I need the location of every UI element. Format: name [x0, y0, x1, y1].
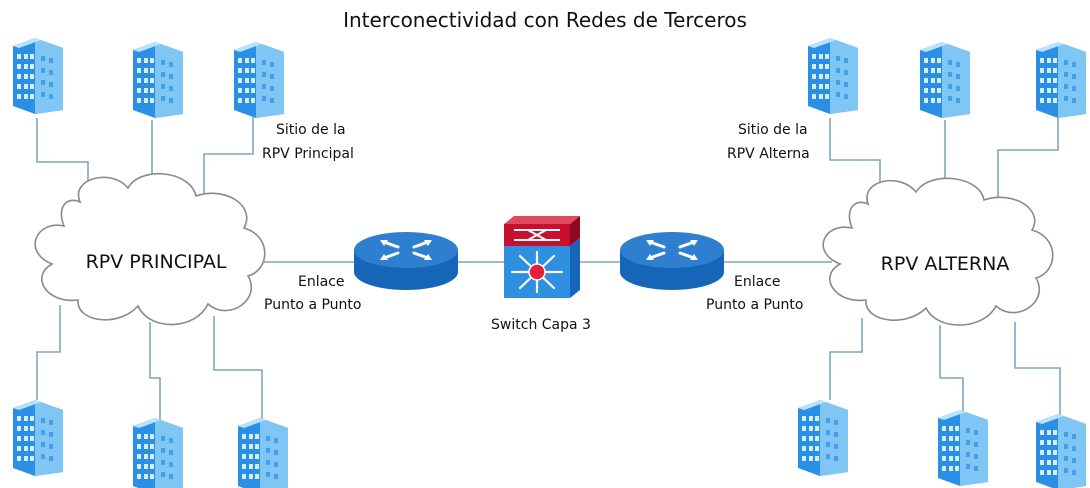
enlace-left-line2: Punto a Punto — [264, 297, 361, 313]
sitio-alterna-line2: RPV Alterna — [727, 146, 810, 162]
switch-label: Switch Capa 3 — [491, 317, 591, 333]
link-right-bot-1 — [829, 318, 863, 400]
building-icon — [1036, 42, 1086, 118]
cloud-alterna — [822, 177, 1054, 326]
link-left-bot-1 — [36, 305, 61, 400]
building-icon — [1036, 414, 1086, 488]
link-right-bot-3 — [1014, 322, 1061, 420]
building-icon — [808, 38, 858, 114]
cloud-alterna-label: RPV ALTERNA — [881, 253, 1010, 275]
cloud-icon — [822, 177, 1054, 326]
layer3-switch-icon — [504, 216, 580, 298]
link-left-top-3 — [203, 117, 254, 196]
building-icon — [133, 418, 183, 488]
router-icon — [352, 230, 460, 292]
building-icon — [13, 38, 63, 114]
cloud-icon — [34, 172, 266, 326]
building-icon — [920, 42, 970, 118]
building-icon — [234, 42, 284, 118]
enlace-left-line1: Enlace — [298, 274, 345, 290]
cloud-principal — [34, 172, 266, 326]
sitio-alterna-line1: Sitio de la — [738, 122, 808, 138]
building-icon — [13, 400, 63, 476]
cloud-principal-label: RPV PRINCIPAL — [86, 251, 227, 273]
link-left-top-1 — [36, 118, 89, 196]
sitio-principal-line2: RPV Principal — [262, 146, 354, 162]
link-left-bot-2 — [149, 322, 161, 425]
links — [36, 117, 1061, 425]
diagram-title: Interconectividad con Redes de Terceros — [343, 8, 747, 32]
link-right-top-1 — [829, 118, 881, 190]
building-icon — [238, 418, 288, 488]
building-icon — [938, 410, 988, 486]
router-icon — [618, 230, 726, 292]
building-icon — [798, 400, 848, 476]
link-right-top-3 — [997, 117, 1059, 200]
link-right-bot-2 — [939, 325, 964, 420]
sitio-principal-line1: Sitio de la — [276, 122, 346, 138]
building-icon — [133, 42, 183, 118]
enlace-right-line1: Enlace — [734, 274, 781, 290]
link-left-bot-3 — [213, 316, 263, 425]
enlace-right-line2: Punto a Punto — [706, 297, 803, 313]
